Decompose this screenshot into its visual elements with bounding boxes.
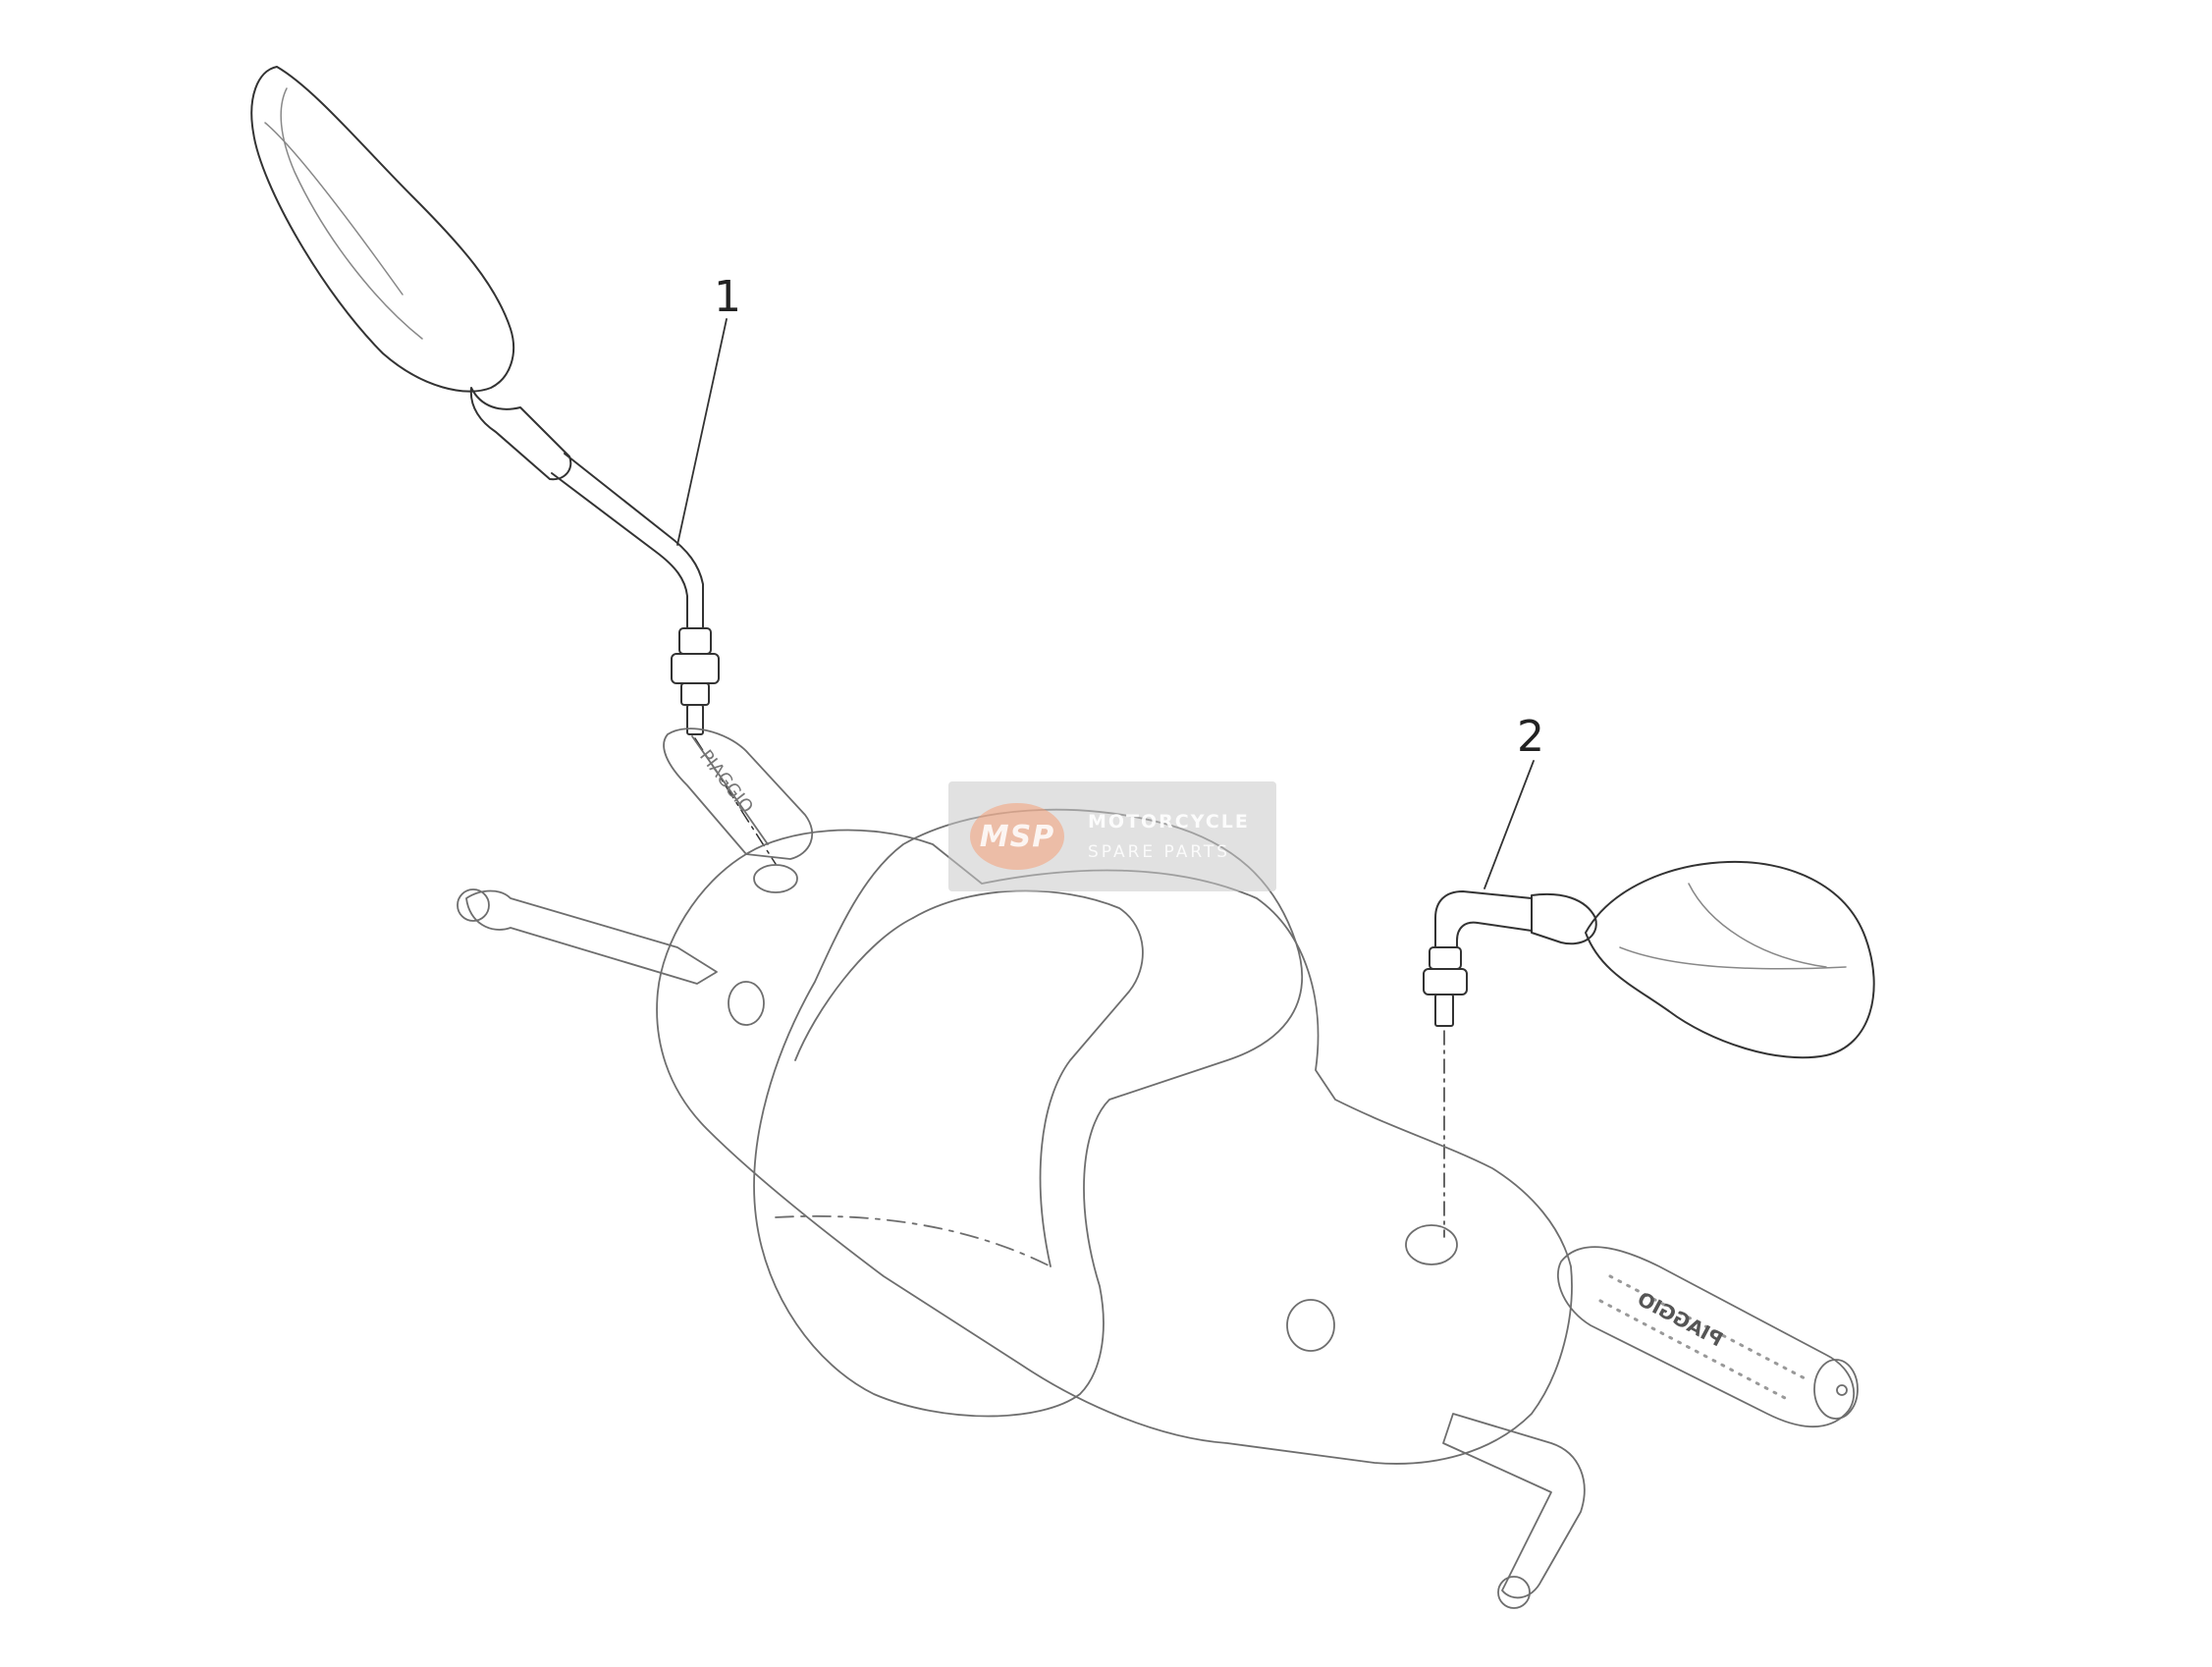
left-mirror-leader [676,318,728,546]
right-mirror-leader [1484,760,1535,889]
watermark-logo-text: MSP [979,819,1055,854]
callout-label-1: 1 [714,272,741,322]
right-mirror-nut [1429,946,1462,970]
right-mirror-inner [1619,946,1847,970]
right-mirror-bolt [1434,994,1454,1027]
watermark-line-2: SPARE PARTS [1088,842,1231,862]
left-mirror-axis [694,737,777,865]
watermark-logo: MSP [970,803,1064,870]
left-mirror-inner [280,87,423,340]
right-bar-end [1813,1359,1859,1420]
right-mirror-head [1585,860,1875,1059]
left-mirror-head [250,66,515,393]
left-grip [663,727,814,860]
left-mirror-stem [564,453,704,629]
callout-label-2: 2 [1517,712,1544,762]
right-grip [1556,1246,1855,1428]
left-mirror-bolt [686,704,704,735]
right-mirror [1423,760,1875,1238]
headlight-shell [753,808,1304,1418]
right-mirror-mount [1405,1224,1458,1265]
right-mirror-neck [1531,892,1597,945]
watermark: MSP MOTORCYCLE SPARE PARTS [948,781,1276,891]
right-mirror-stem [1434,890,1533,948]
left-brake-lever [465,889,718,985]
left-mirror-mount [753,864,798,893]
left-mirror [250,66,777,865]
left-mirror-neck [469,387,572,481]
right-brake-lever [1442,1413,1586,1599]
watermark-line-1: MOTORCYCLE [1088,811,1250,833]
left-mirror-nut [678,627,712,655]
